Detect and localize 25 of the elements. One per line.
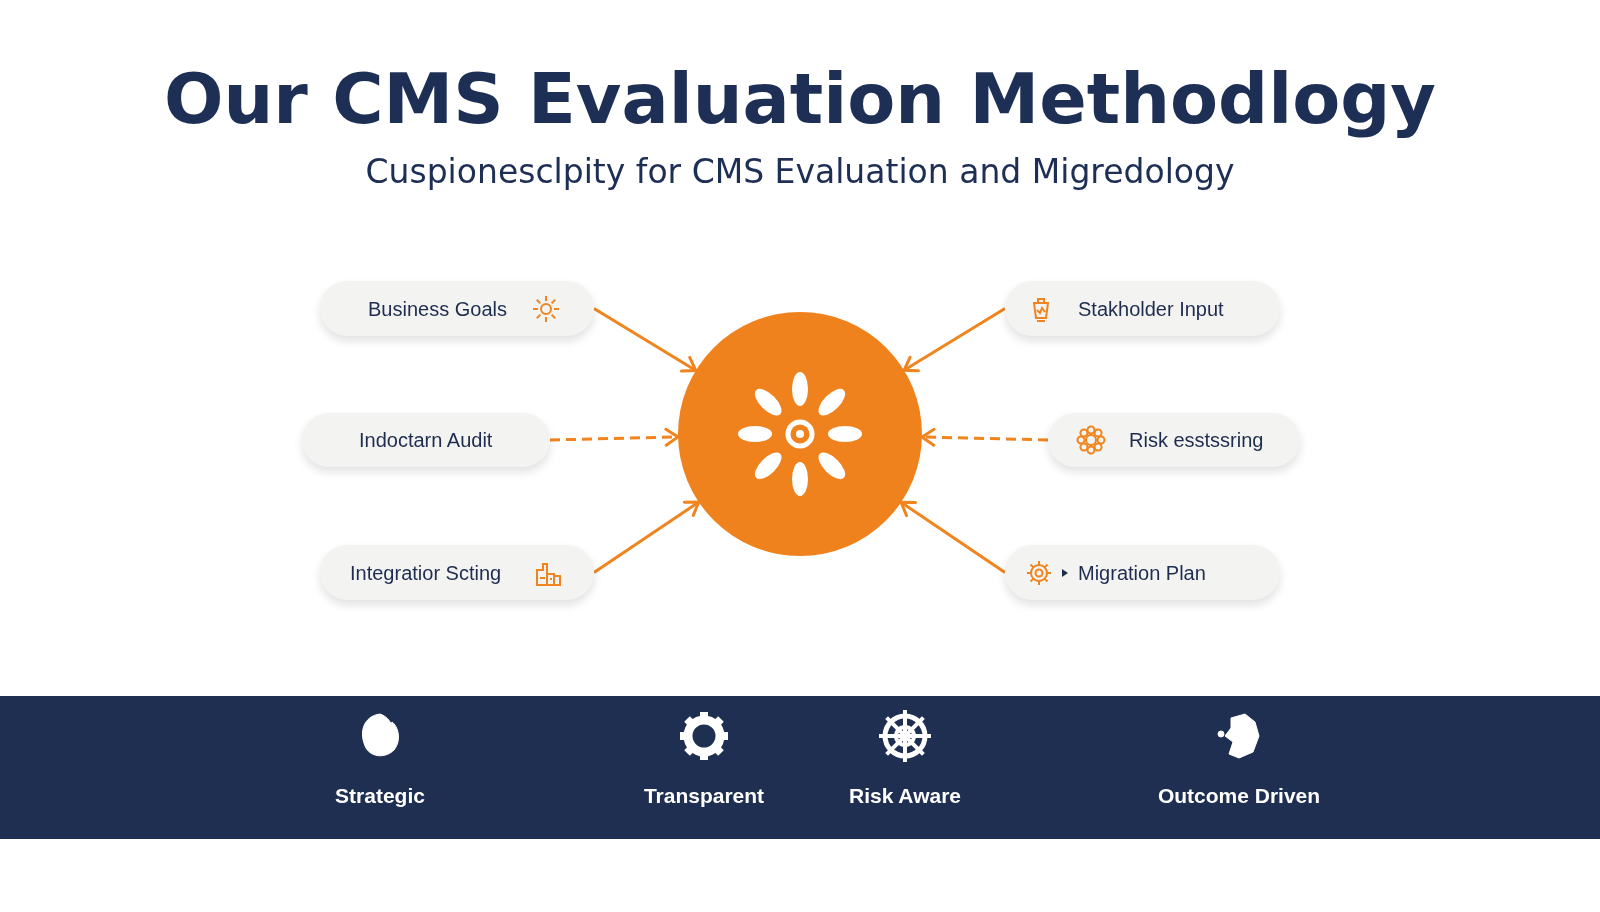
- pill-label: Migration Plan: [1078, 561, 1206, 584]
- pill-label: Stakholder Input: [1078, 297, 1224, 320]
- arrow: [593, 500, 701, 574]
- arrow: [899, 500, 1006, 574]
- arrow: [902, 307, 1006, 373]
- arrow: [920, 427, 1049, 447]
- input-pill: [320, 281, 594, 336]
- pill-label: Integratior Scting: [350, 561, 502, 584]
- value-label: Transparent: [643, 784, 765, 808]
- arrow: [549, 427, 680, 447]
- values-band: [0, 696, 1600, 839]
- value-label: Strategic: [335, 784, 425, 808]
- input-pill: [1005, 281, 1280, 336]
- input-pill: [1005, 545, 1280, 600]
- pill-label: Indoctarn Audit: [359, 428, 493, 452]
- input-pill: [1048, 413, 1300, 467]
- value-label: Risk Aware: [848, 784, 962, 808]
- subtitle: Cuspionesclpity for CMS Evaluation and Migredology: [364, 152, 1236, 191]
- title: Our CMS Evaluation Methodlogy: [163, 58, 1437, 140]
- pill-label: Business Goals: [368, 297, 507, 320]
- input-pill: [302, 413, 550, 467]
- value-label: Outcome Driven: [1157, 784, 1321, 808]
- arrow: [593, 307, 698, 373]
- pill-label: Risk esstssring: [1129, 428, 1264, 452]
- input-pill: [320, 545, 594, 600]
